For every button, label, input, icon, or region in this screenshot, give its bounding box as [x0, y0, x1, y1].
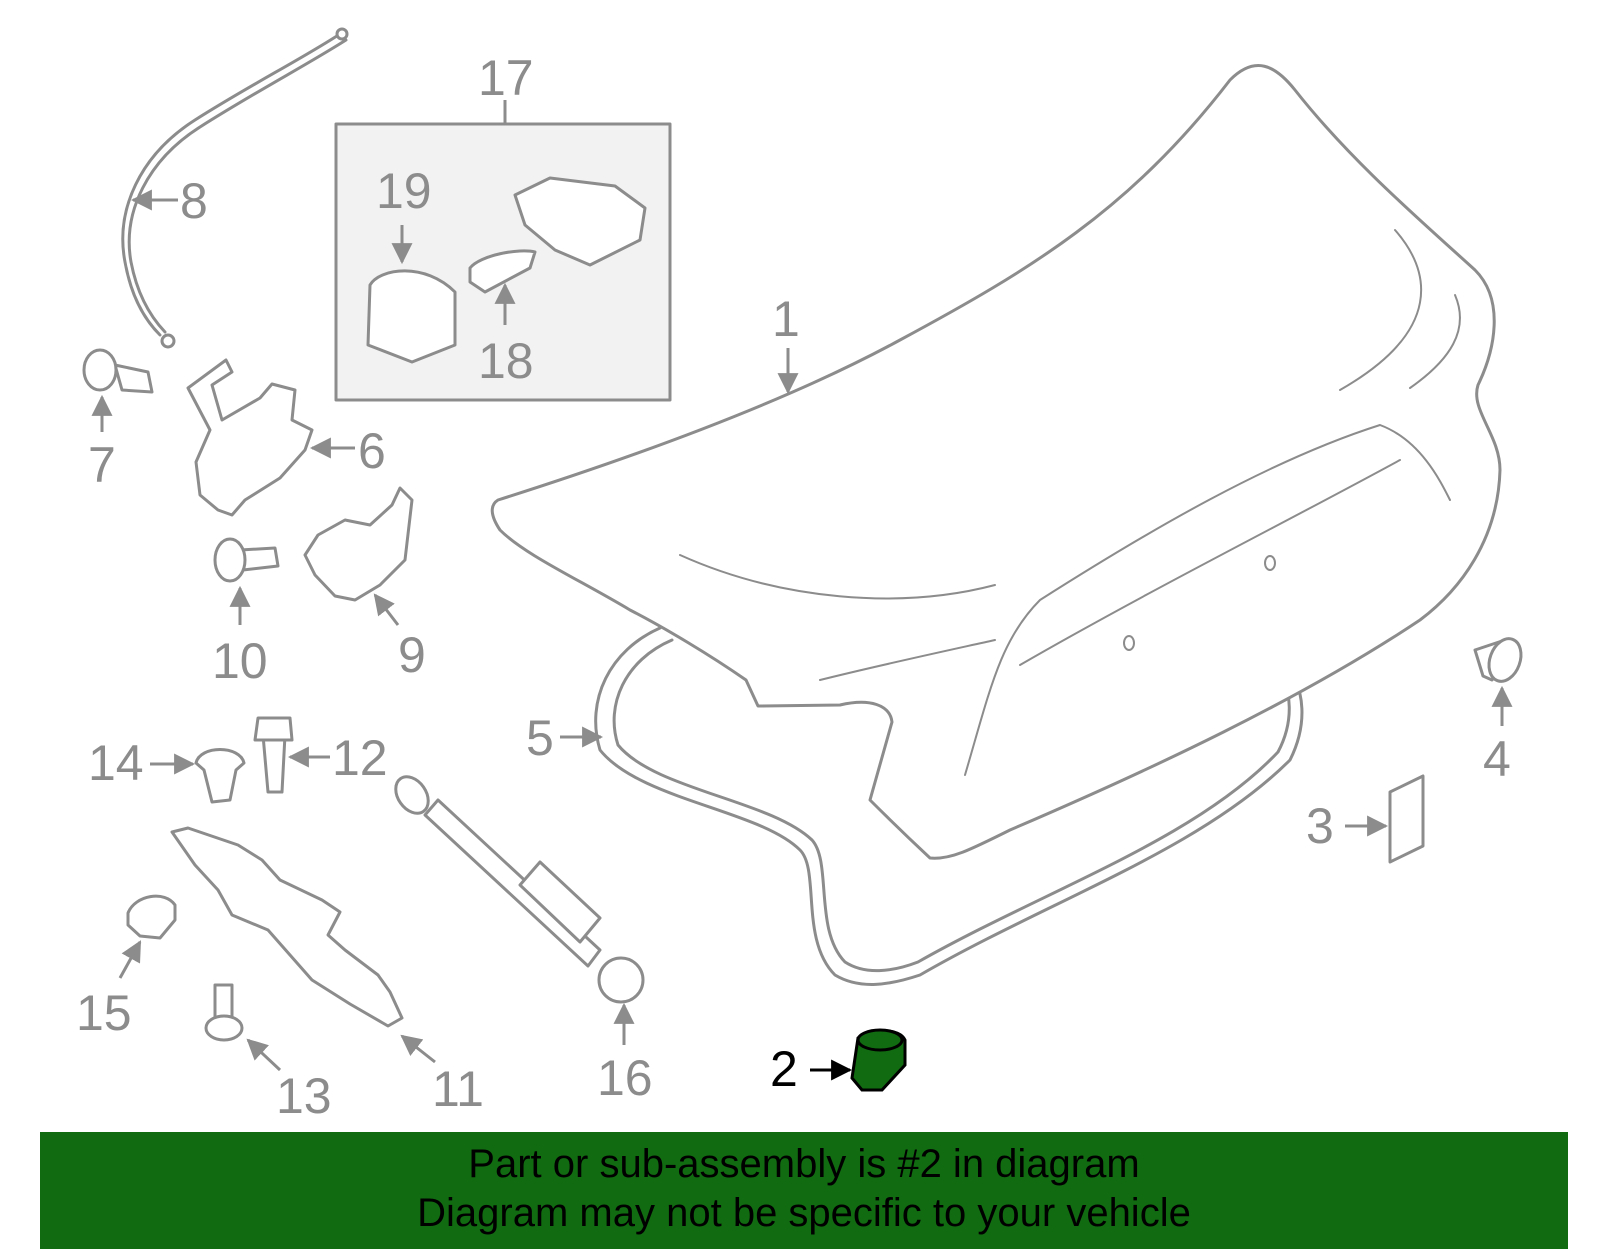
latch-striker	[303, 486, 414, 602]
callout-6: 6	[358, 423, 386, 479]
lock-cover-19	[366, 269, 457, 364]
callout-17: 17	[478, 50, 534, 106]
weatherstrip-seal	[594, 626, 1304, 986]
banner-line-2: Diagram may not be specific to your vehi…	[417, 1191, 1191, 1235]
callout-1: 1	[772, 291, 800, 347]
callout-3: 3	[1306, 798, 1334, 854]
bolt-12	[253, 716, 294, 794]
callout-13: 13	[276, 1068, 332, 1124]
highlighted-part-2	[850, 1028, 907, 1092]
warning-label	[1388, 774, 1425, 864]
bolt-10	[213, 537, 280, 583]
banner-line-1: Part or sub-assembly is #2 in diagram	[468, 1142, 1140, 1186]
trunk-lid	[490, 64, 1502, 860]
callout-10: 10	[212, 633, 268, 689]
callout-2: 2	[770, 1041, 798, 1097]
callout-5: 5	[526, 710, 554, 766]
arrow-13	[246, 1038, 282, 1072]
bumper-15	[126, 894, 177, 940]
bolt-7	[82, 348, 154, 394]
arrow-11	[400, 1034, 436, 1064]
callout-8: 8	[180, 173, 208, 229]
info-banner: Part or sub-assembly is #2 in diagram Di…	[40, 1132, 1568, 1249]
callout-15: 15	[76, 985, 132, 1041]
key-blank-18	[468, 249, 537, 294]
callout-18: 18	[478, 333, 534, 389]
callout-12: 12	[332, 730, 388, 786]
callout-19: 19	[376, 163, 432, 219]
retainer-clip	[1473, 637, 1523, 683]
lock-cylinder	[513, 176, 647, 267]
arrow-15	[118, 940, 142, 979]
callout-9: 9	[398, 627, 426, 683]
callout-16: 16	[597, 1050, 653, 1106]
callout-7: 7	[88, 437, 116, 493]
push-clip-14	[194, 748, 246, 804]
trunk-hinge	[170, 826, 404, 1028]
callout-14: 14	[88, 735, 144, 791]
release-cable	[121, 27, 349, 349]
trunk-latch	[186, 358, 314, 517]
arrow-9	[373, 593, 400, 626]
bolt-13	[204, 983, 244, 1042]
callout-11: 11	[432, 1061, 484, 1117]
gas-strut	[394, 775, 645, 1004]
callout-4: 4	[1483, 731, 1511, 787]
